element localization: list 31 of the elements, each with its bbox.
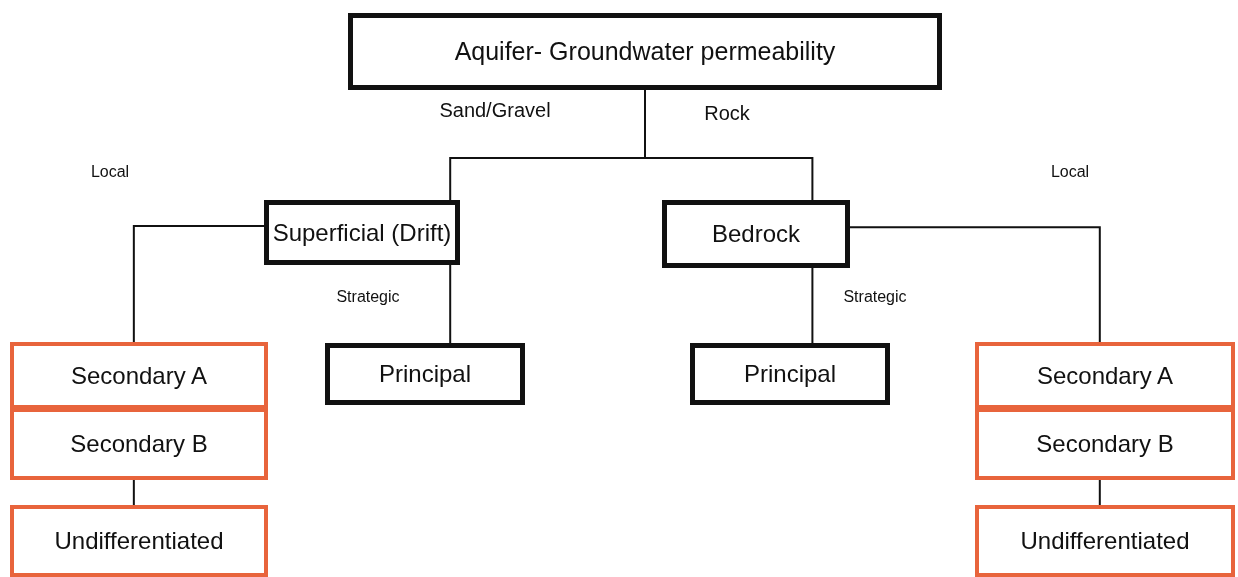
edge-label: Strategic: [334, 288, 402, 306]
connector-line: [449, 264, 452, 344]
connector-line: [132, 479, 135, 506]
connector-line: [849, 226, 1101, 343]
box-label: Secondary A: [1036, 361, 1174, 390]
category-box: [10, 342, 268, 409]
category-box: [10, 505, 268, 577]
box-label: Secondary A: [70, 361, 208, 390]
box-label: Undifferentiated: [54, 527, 224, 555]
box-label: Principal: [378, 360, 471, 388]
category-box: [975, 505, 1235, 577]
category-box: [662, 200, 850, 268]
category-box: [10, 408, 268, 480]
box-label: Aquifer- Groundwater permeability: [454, 37, 836, 66]
box-label: Secondary B: [70, 430, 208, 458]
connector-line: [811, 267, 814, 344]
box-label: Principal: [743, 360, 836, 388]
connector-line: [1098, 479, 1101, 506]
box-label: Undifferentiated: [1020, 527, 1190, 555]
category-box: [975, 342, 1235, 409]
box-label: Secondary B: [1036, 430, 1174, 458]
box-label: Superficial (Drift): [272, 218, 452, 247]
category-box: [325, 343, 525, 405]
edge-label: Strategic: [841, 288, 909, 306]
category-box: [348, 13, 942, 90]
category-box: [690, 343, 890, 405]
category-box: [975, 408, 1235, 480]
connector-line: [132, 225, 265, 343]
category-box: [264, 200, 460, 265]
connector-line: [644, 89, 814, 201]
box-label: Bedrock: [711, 220, 800, 248]
